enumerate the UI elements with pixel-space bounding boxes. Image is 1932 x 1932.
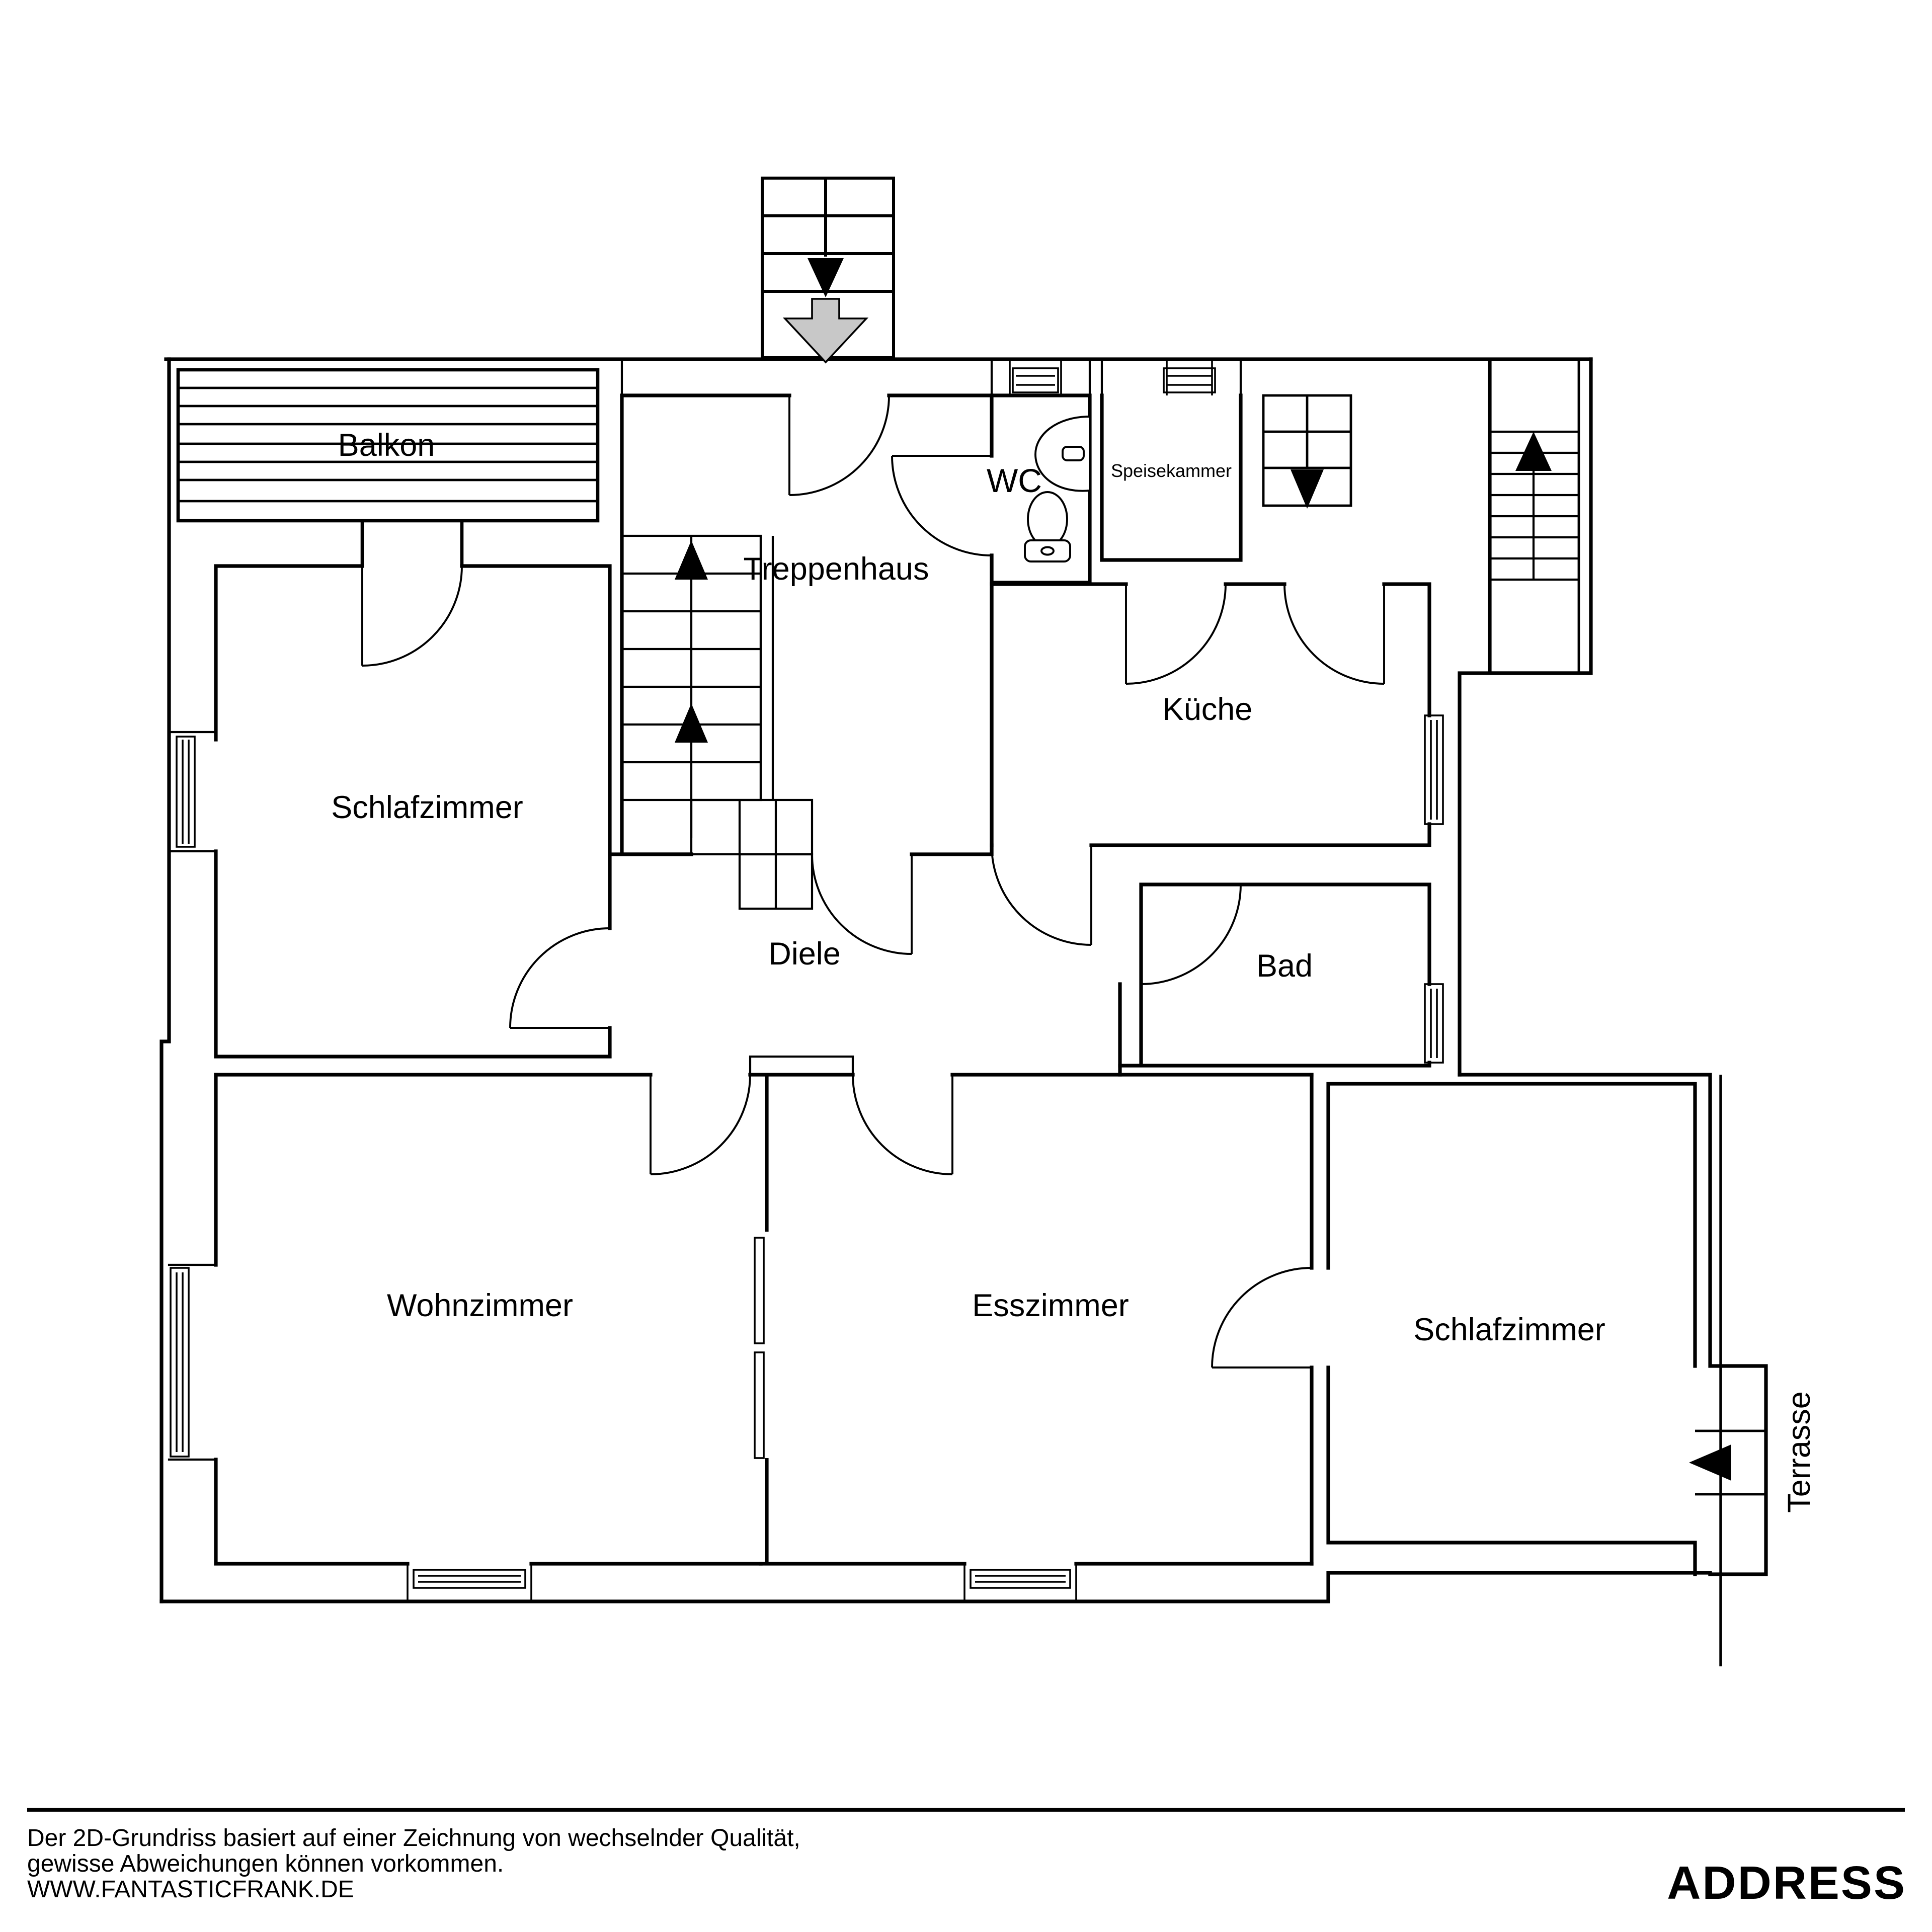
sliding-door-divider — [754, 1075, 769, 1564]
esszimmer-schlafzimmer-door — [1211, 1267, 1312, 1369]
bad-door — [1141, 883, 1242, 985]
website-link: WWW.FANTASTICFRANK.DE — [27, 1876, 354, 1903]
esszimmer-door — [852, 1074, 953, 1175]
room-diele-walls — [608, 852, 1122, 1077]
room-label-schlafzimmer-right: Schlafzimmer — [1413, 1312, 1605, 1347]
stairs-down-arrow-icon — [808, 258, 844, 297]
kueche-hall-door — [1283, 584, 1385, 685]
room-label-terrasse: Terrasse — [1782, 1391, 1817, 1513]
brand-logo: ADDRESS — [1667, 1857, 1906, 1909]
room-label-esszimmer: Esszimmer — [972, 1288, 1129, 1323]
kueche-window — [1424, 714, 1444, 825]
stairs-up-arrow-icon — [675, 540, 708, 580]
speisekammer-door — [1125, 584, 1227, 685]
room-label-schlafzimmer-left: Schlafzimmer — [331, 790, 523, 825]
entry-door — [788, 395, 890, 496]
balcony-door — [361, 566, 463, 667]
room-schlafzimmer-right-walls — [1326, 1082, 1697, 1576]
room-label-bad: Bad — [1256, 948, 1313, 984]
kueche-diele-door — [991, 845, 1092, 946]
stairs-up-arrow-icon — [675, 703, 708, 743]
schlafzimmer-left-door — [509, 927, 610, 1029]
schlafzimmer-left-window — [176, 736, 196, 848]
stairs-up-arrow-icon — [1515, 432, 1552, 471]
wohnzimmer-window-bottom — [407, 1564, 532, 1601]
bad-window — [1424, 983, 1444, 1064]
toilet-icon — [1024, 491, 1071, 562]
balcony-decking — [176, 368, 600, 566]
esszimmer-window-bottom — [963, 1564, 1077, 1601]
room-label-wohnzimmer: Wohnzimmer — [387, 1288, 573, 1323]
diele-treppenhaus-door — [811, 854, 913, 955]
room-esszimmer-walls — [759, 1073, 1314, 1566]
side-staircase-icon — [1488, 359, 1591, 675]
room-schlafzimmer-left-walls — [168, 564, 612, 1059]
room-labels: Balkon Schlafzimmer Treppenhaus WC Speis… — [331, 428, 1817, 1513]
wohnzimmer-window-left — [170, 1267, 190, 1458]
speisekammer-window — [1163, 359, 1216, 395]
sink-icon — [1034, 416, 1091, 492]
room-wohnzimmer-walls — [168, 1055, 1314, 1566]
disclaimer-line-2: gewisse Abweichungen können vorkommen. — [27, 1850, 504, 1877]
wohnzimmer-door — [650, 1074, 751, 1175]
room-bad-walls — [1118, 882, 1431, 1068]
room-label-kueche: Küche — [1163, 692, 1253, 727]
room-label-wc: WC — [987, 462, 1042, 499]
footer: Der 2D-Grundriss basiert auf einer Zeich… — [27, 1808, 1906, 1909]
room-label-balkon: Balkon — [338, 428, 435, 463]
room-label-treppenhaus: Treppenhaus — [744, 551, 929, 587]
terrasse-arrow-icon — [1689, 1444, 1731, 1481]
room-label-diele: Diele — [768, 936, 841, 972]
room-label-speisekammer: Speisekammer — [1111, 460, 1232, 481]
terrasse-structure — [1695, 1075, 1766, 1666]
entrance-block-arrow-icon — [782, 298, 869, 364]
stairs-down-arrow-icon — [1291, 469, 1324, 509]
wc-window — [1009, 359, 1062, 395]
disclaimer-line-1: Der 2D-Grundriss basiert auf einer Zeich… — [27, 1825, 800, 1852]
wc-door — [891, 455, 992, 556]
room-speisekammer-walls — [1100, 358, 1243, 562]
